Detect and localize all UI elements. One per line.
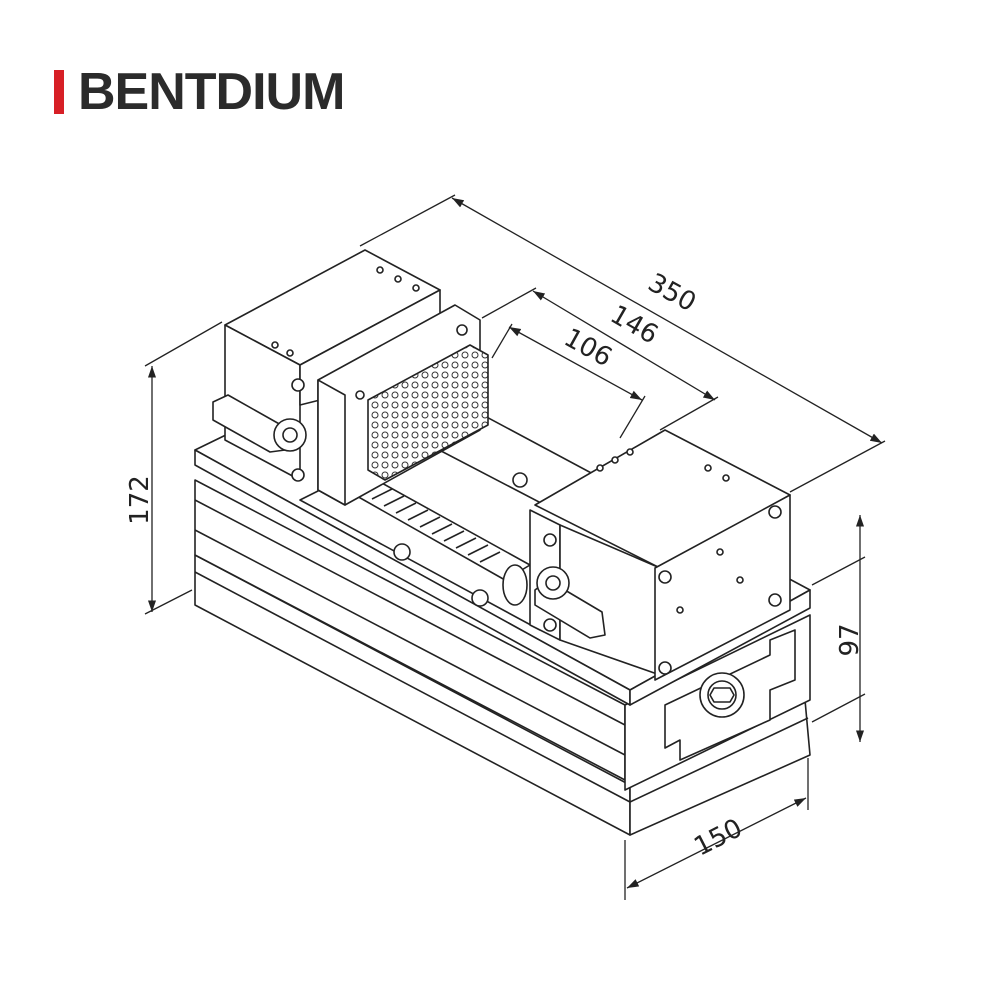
dimension-label-97: 97 xyxy=(835,623,865,656)
dimension-label-350: 350 xyxy=(643,268,701,318)
movable-jaw-lever xyxy=(534,566,606,639)
base-end-plate xyxy=(624,614,811,791)
dimension-label-150: 150 xyxy=(689,813,747,862)
brand-logo: BENTDIUM xyxy=(54,63,345,121)
base-rail xyxy=(194,479,626,781)
dimension-172 xyxy=(144,321,223,615)
dimension-150 xyxy=(624,758,809,900)
dimension-97 xyxy=(811,515,866,742)
dimension-label-106: 106 xyxy=(559,323,617,373)
brand-name: BENTDIUM xyxy=(78,63,345,121)
fixed-jaw-lever xyxy=(212,394,307,453)
dimension-label-172: 172 xyxy=(125,475,155,525)
dimension-label-146: 146 xyxy=(605,300,663,351)
dimension-106 xyxy=(491,323,646,439)
logo-accent-bar xyxy=(54,70,64,114)
